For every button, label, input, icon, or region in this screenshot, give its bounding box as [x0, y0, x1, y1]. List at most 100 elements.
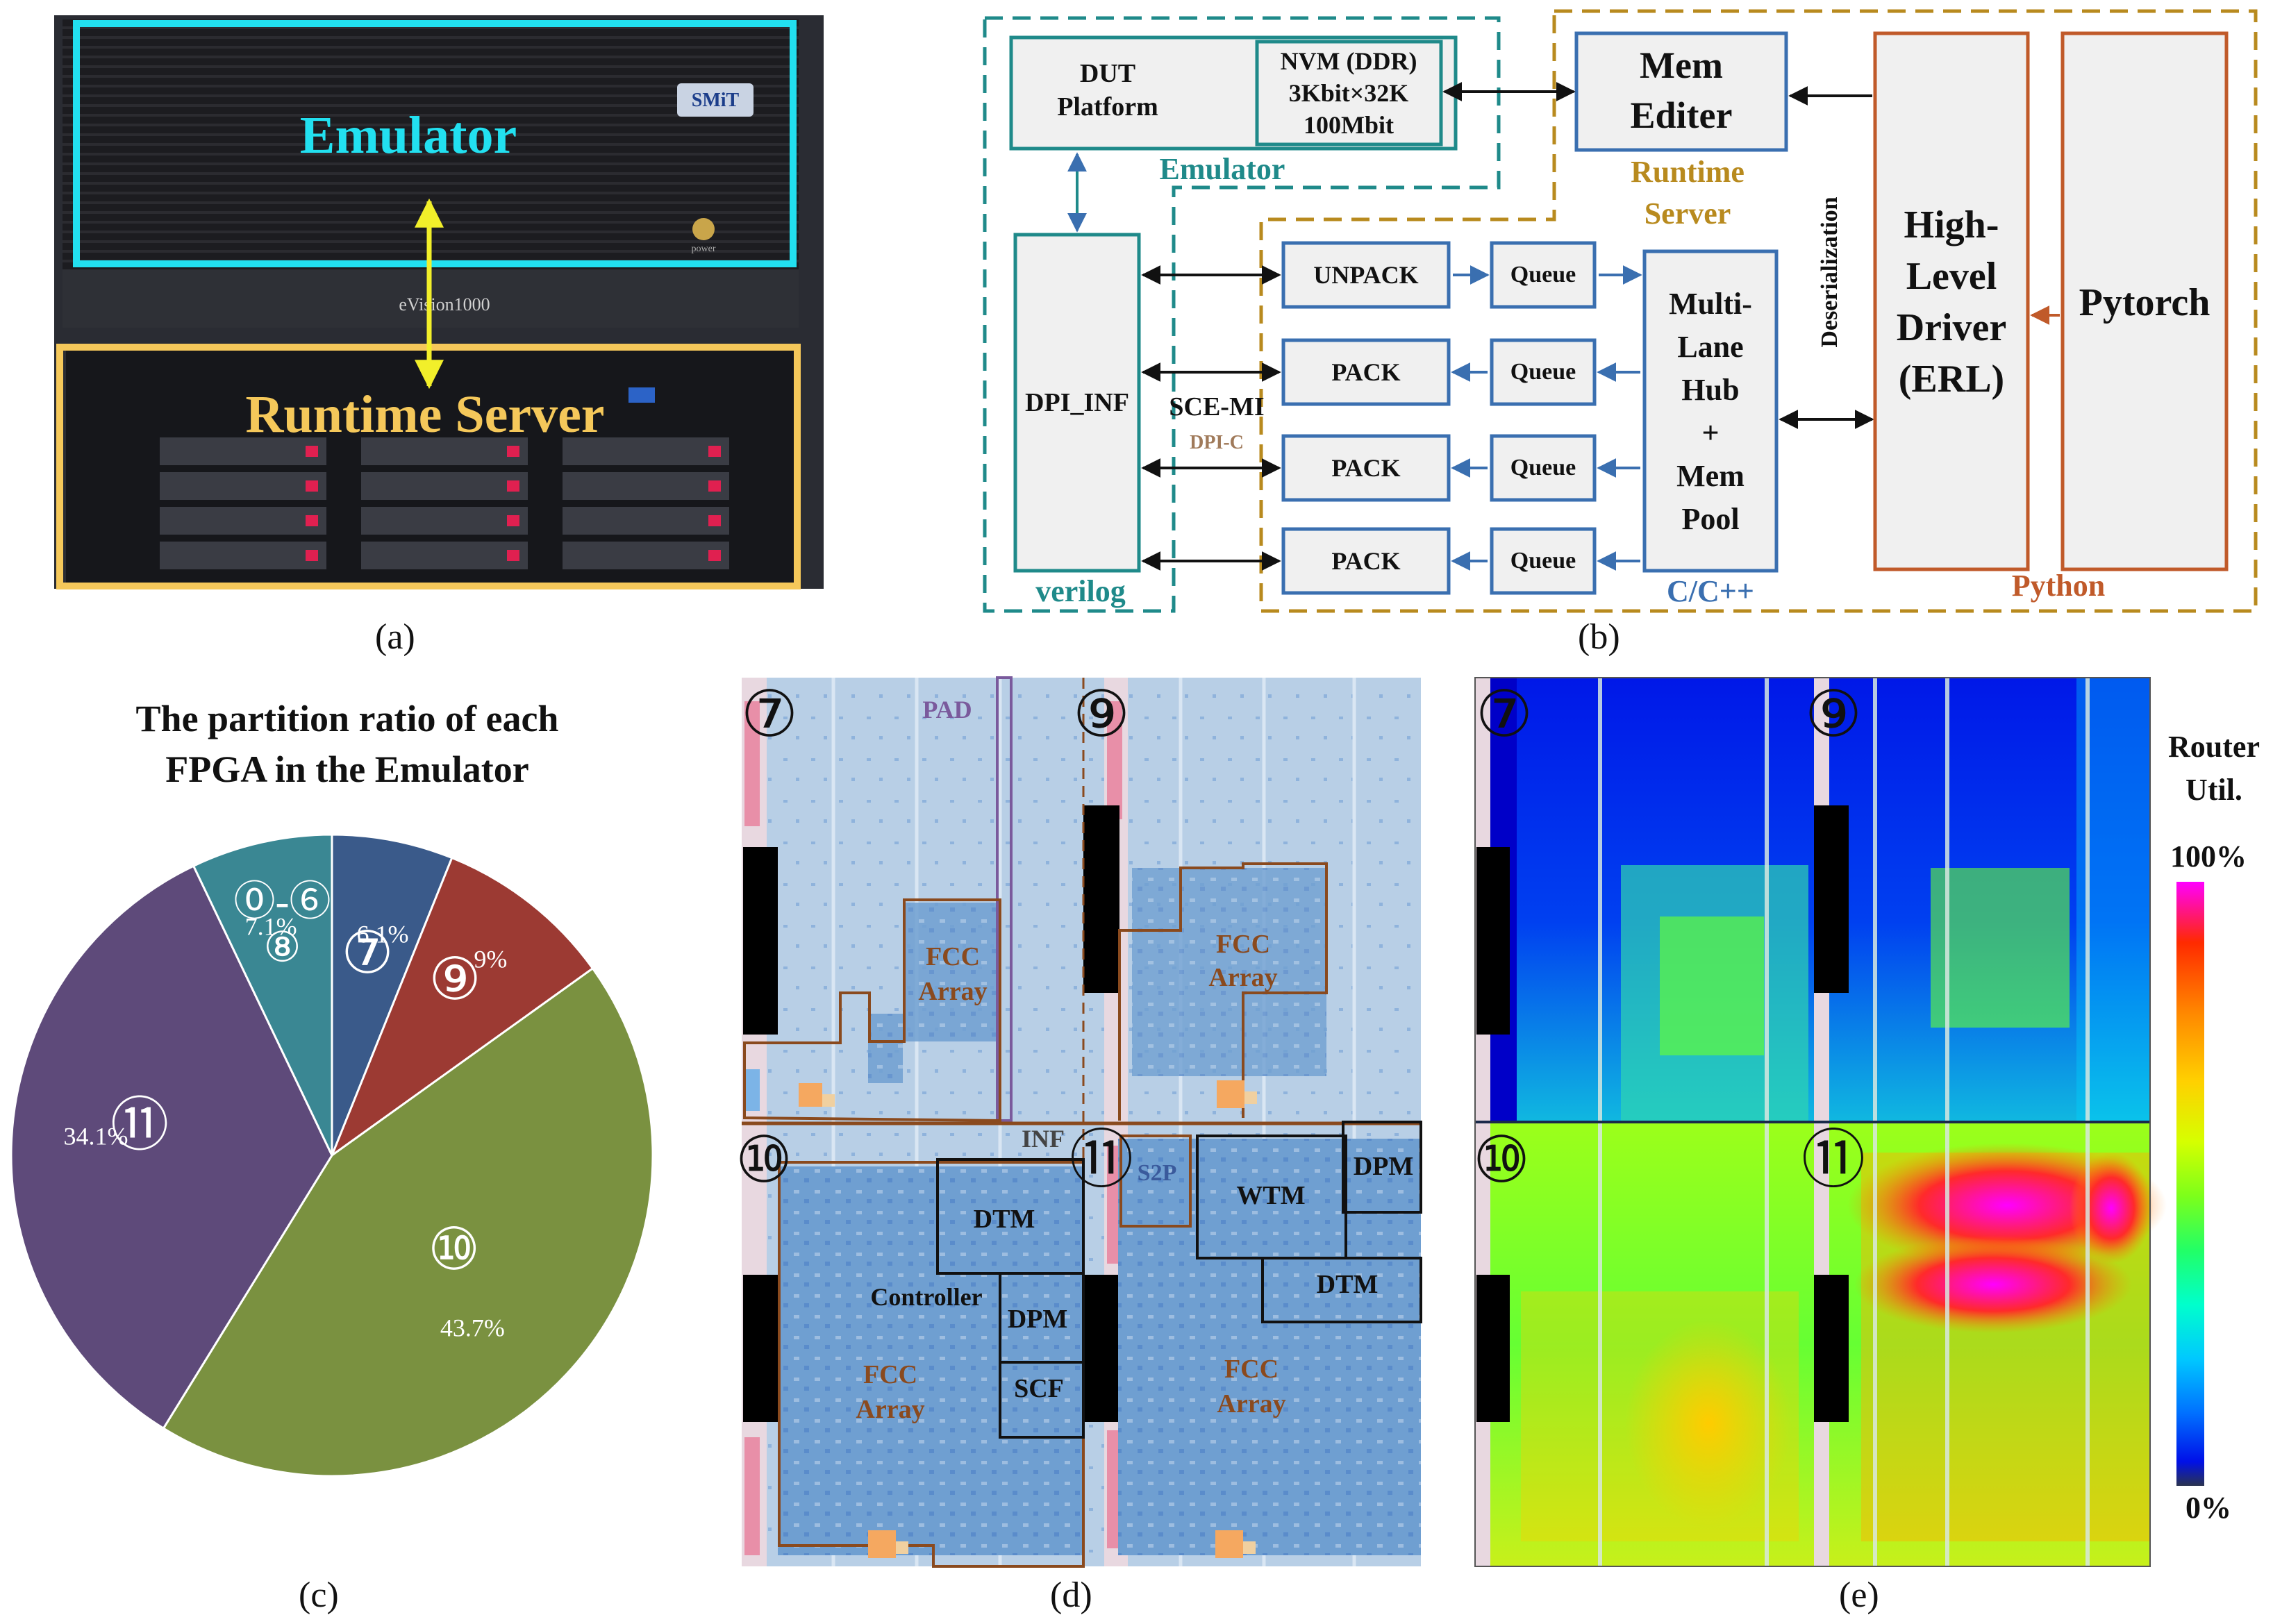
nvm-label-2: 3Kbit×32K: [1289, 79, 1409, 107]
controller-label: Controller: [870, 1283, 982, 1311]
fpga11-number: ⑪: [1069, 1125, 1133, 1196]
fpga7-number: ⑦: [741, 679, 798, 750]
fpga10-dpm-label: DPM: [1008, 1305, 1068, 1334]
unpack-box: [1281, 241, 1451, 309]
runtime-server-label: Runtime Server: [245, 385, 604, 444]
pack-box-1: [1281, 338, 1451, 406]
fpga9-number: ⑨: [1073, 679, 1130, 750]
caption-c: (c): [299, 1575, 339, 1615]
queue-box-1: [1490, 241, 1597, 309]
fpga11-dtm-outline: [1261, 1257, 1422, 1323]
fpga10-dtm-label: DTM: [974, 1205, 1035, 1234]
verilog-label: verilog: [1035, 574, 1126, 608]
panel-a: SMiT power eVision1000 Emulator Runtime …: [54, 15, 824, 589]
legend-max-label: 100%: [2170, 839, 2247, 873]
legend-title-2: Util.: [2185, 773, 2242, 807]
queue-box-2: [1490, 338, 1597, 406]
pie-percent-label-0-6-8: 7.1%: [245, 913, 297, 941]
caption-e: (e): [1839, 1575, 1879, 1615]
dut-label-2: Platform: [1057, 92, 1158, 122]
scemi-label: SCE-MI: [1169, 392, 1264, 421]
hub-box: [1642, 249, 1779, 573]
queue-label-3: Queue: [1510, 455, 1576, 480]
emulator-label: Emulator: [300, 106, 517, 165]
drive-bays: [160, 437, 729, 569]
fpga9-fcc-label-2: Array: [1208, 963, 1277, 992]
fpga11-dpm-outline: [1342, 1121, 1422, 1214]
hub-label-2: Lane: [1677, 330, 1743, 364]
fpga9-black-block: [1083, 805, 1119, 993]
driver-label-4: (ERL): [1899, 358, 2004, 401]
fpga10-number: ⑩: [735, 1125, 792, 1196]
fpga11-fcc-label-2: Array: [1217, 1389, 1285, 1418]
hub-label-3: Hub: [1681, 373, 1739, 407]
legend-min-label: 0%: [2185, 1491, 2231, 1525]
pie-percent-label-9: 9%: [474, 945, 507, 973]
mem-editer-box: [1574, 31, 1788, 152]
fpga9-fcc-region: [1132, 868, 1326, 1076]
hub-label-4: +: [1701, 416, 1719, 450]
nvm-label-1: NVM (DDR): [1281, 47, 1417, 75]
caption-d: (d): [1050, 1575, 1092, 1615]
pack-label-1: PACK: [1331, 358, 1400, 386]
heat-fpga9-black: [1814, 805, 1849, 993]
nvm-box: [1255, 40, 1443, 147]
pie-percent-label-7: 6.1%: [357, 921, 409, 948]
pie-number-label-11: ⑪: [110, 1094, 169, 1158]
panel-b: DUT Platform NVM (DDR) 3Kbit×32K 100Mbit…: [983, 9, 2258, 613]
pie-percent-label-11: 34.1%: [63, 1123, 128, 1150]
unpack-label: UNPACK: [1313, 261, 1418, 289]
heat-fpga7-number: ⑦: [1476, 679, 1533, 750]
mem-editer-label-2: Editer: [1631, 94, 1733, 136]
fpga9-fcc-label-1: FCC: [1216, 930, 1270, 959]
dut-label-1: DUT: [1080, 59, 1135, 88]
pack-label-2: PACK: [1331, 454, 1400, 482]
pie-title-line-1: The partition ratio of each: [136, 698, 559, 739]
power-text: power: [692, 244, 716, 254]
legend-title-1: Router: [2168, 730, 2260, 764]
pie-slice-7: [331, 833, 453, 1156]
pie-number-label-10: ⑩: [428, 1218, 480, 1282]
fpga7-fcc-outline: [743, 898, 1001, 1123]
fpga10-black-block: [743, 1275, 778, 1422]
heat-fpga10-black: [1476, 1275, 1510, 1422]
emulator-group-outline: [983, 16, 1501, 613]
pie-slice-9: [329, 856, 594, 1159]
fpga9-fcc-outline: [1118, 862, 1328, 1121]
emulator-group-label: Emulator: [1160, 152, 1285, 186]
pie-number-label-0-6-8-2: ⑧: [264, 925, 301, 971]
fpga10-scf-outline: [999, 1361, 1085, 1439]
driver-label-2: Level: [1906, 255, 1997, 298]
pie-title-line-2: FPGA in the Emulator: [165, 748, 529, 790]
scf-label: SCF: [1014, 1374, 1064, 1403]
fpga11-s2p-outline: [1119, 1135, 1192, 1228]
brand-badge: [677, 83, 753, 117]
heat-fpga7-black: [1476, 847, 1510, 1035]
nvm-label-3: 100Mbit: [1304, 111, 1394, 139]
pack-box-3: [1281, 527, 1451, 595]
panel-e: ⑦ ⑨ ⑩ ⑪ Router Util. 100% 0%: [1473, 677, 2260, 1567]
pack-box-2: [1281, 434, 1451, 502]
brand-badge-text: SMiT: [692, 90, 740, 111]
queue-box-3: [1490, 434, 1597, 502]
queue-label-1: Queue: [1510, 262, 1576, 287]
caption-a: (a): [375, 617, 415, 657]
driver-box: [1873, 31, 2030, 571]
hub-label-6: Pool: [1681, 502, 1739, 536]
runtime-group-outline: [1259, 9, 2258, 613]
wtm-label: WTM: [1236, 1181, 1305, 1210]
fpga7-mid-green: [1660, 916, 1764, 1055]
fpga10-fcc-label-2: Array: [856, 1395, 924, 1424]
cluster-markers: [799, 1080, 1257, 1558]
dpi-inf-label: DPI_INF: [1025, 388, 1129, 417]
pytorch-box: [2060, 31, 2229, 571]
dpic-label: DPI-C: [1190, 432, 1244, 453]
heat-fpga11-number: ⑪: [1801, 1125, 1865, 1196]
fpga11-black-block: [1083, 1275, 1119, 1422]
pytorch-label: Pytorch: [2079, 281, 2210, 324]
heat-fpga10-number: ⑩: [1473, 1125, 1530, 1196]
fpga7-black-block: [743, 847, 778, 1035]
runtime-label-1: Runtime: [1631, 155, 1745, 189]
heat-fpga9-number: ⑨: [1805, 679, 1862, 750]
